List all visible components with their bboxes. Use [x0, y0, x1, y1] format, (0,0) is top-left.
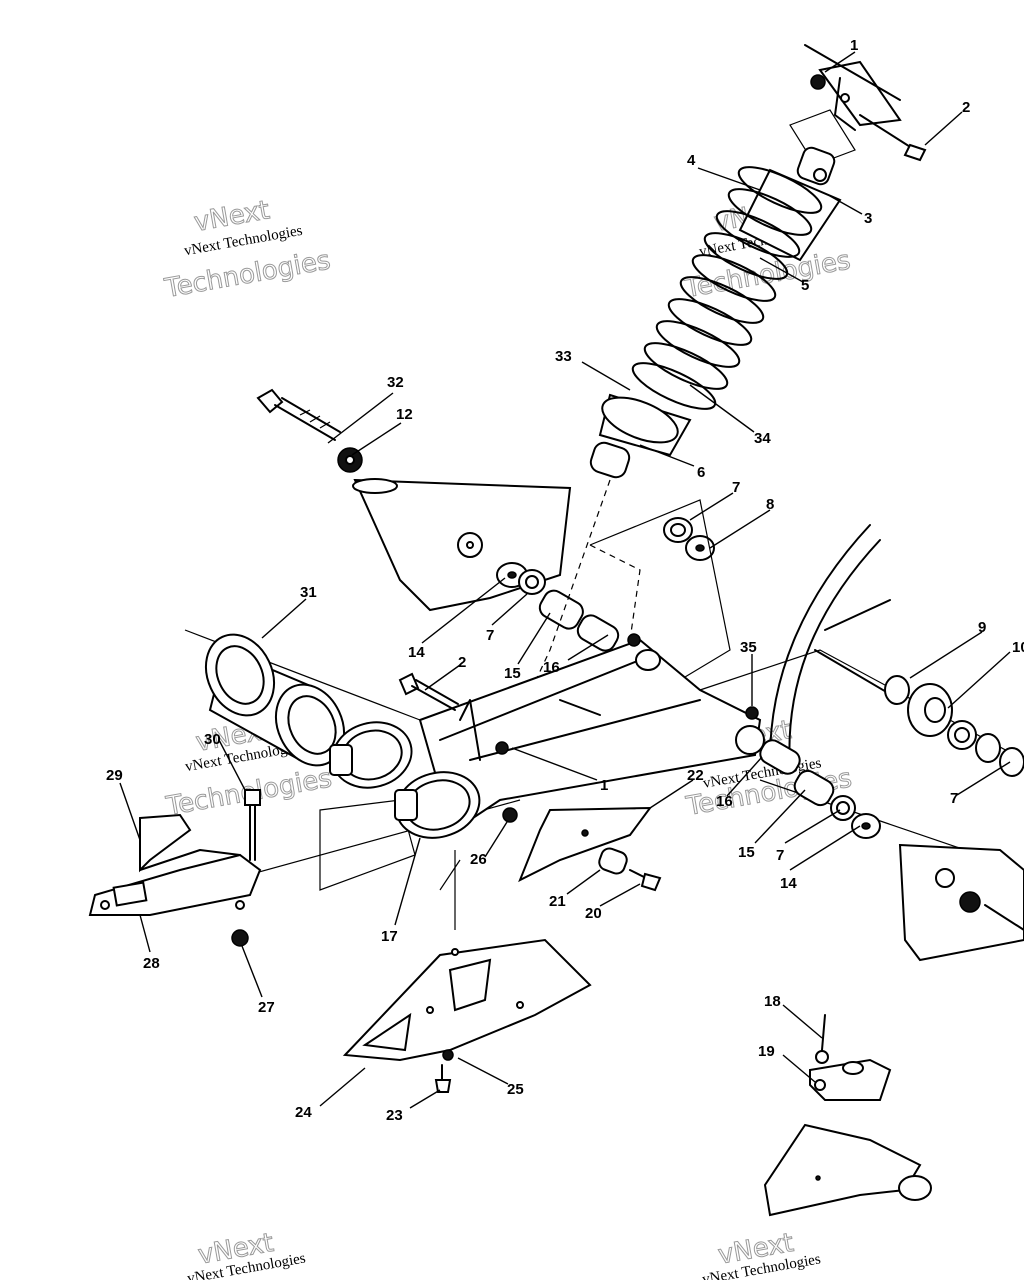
callout-labels: 1 2 3 4 5 33 34 6 32 12 7 8 31 14 7 15 1…	[106, 37, 1024, 1124]
callout-27: 27	[258, 999, 275, 1016]
callout-16: 16	[716, 793, 733, 810]
callout-16: 16	[543, 659, 560, 676]
callout-25: 25	[507, 1081, 524, 1098]
watermark-bottom-left: vNext vNext Technologies	[186, 1227, 307, 1280]
callout-5: 5	[801, 277, 809, 294]
skid-plate-fasteners	[434, 1049, 454, 1093]
callout-24: 24	[295, 1104, 312, 1121]
callout-17: 17	[381, 928, 398, 945]
callout-3: 3	[864, 210, 872, 227]
callout-15: 15	[504, 665, 521, 682]
washer-upper-left	[496, 562, 546, 595]
callout-31: 31	[300, 584, 317, 601]
callout-15: 15	[738, 844, 755, 861]
coil-spring	[631, 166, 823, 410]
axle-clamps	[329, 721, 518, 839]
spacer-21-bolt-20	[598, 847, 662, 892]
callout-4: 4	[687, 152, 696, 169]
watermark-top-left: vNext vNext Technologies Technologies	[161, 195, 333, 305]
lower-a-arm	[763, 1123, 932, 1217]
skid-plate	[342, 938, 592, 1062]
callout-7: 7	[486, 627, 494, 644]
callout-28: 28	[143, 955, 160, 972]
callout-30: 30	[204, 731, 221, 748]
callout-12: 12	[396, 406, 413, 423]
callout-7: 7	[776, 847, 784, 864]
callout-14: 14	[780, 875, 797, 892]
callout-1: 1	[850, 37, 858, 54]
callout-29: 29	[106, 767, 123, 784]
callout-18: 18	[764, 993, 781, 1010]
callout-10: 10	[1012, 639, 1024, 656]
upper-shock-mount-bracket	[789, 44, 927, 166]
axle-housing	[204, 633, 346, 767]
nut-27	[231, 929, 249, 947]
hub-parts	[884, 675, 1024, 777]
swing-arm-bolt	[398, 672, 459, 711]
callout-8: 8	[766, 496, 774, 513]
callout-23: 23	[386, 1107, 403, 1124]
callout-6: 6	[697, 464, 705, 481]
bracket-bolt-30	[244, 789, 261, 861]
callout-22: 22	[687, 767, 704, 784]
callout-2: 2	[458, 654, 466, 671]
callout-26: 26	[470, 851, 487, 868]
callout-2: 2	[962, 99, 970, 116]
pin-and-plate	[809, 1014, 892, 1101]
callout-14: 14	[408, 644, 425, 661]
shock-absorber-assembly	[589, 146, 842, 479]
callout-33: 33	[555, 348, 572, 365]
callout-21: 21	[549, 893, 566, 910]
swing-arm-end-35	[745, 706, 759, 720]
lower-right-bushings	[759, 739, 881, 839]
shield-bolt	[256, 388, 341, 441]
watermark-bottom-right: vNext vNext Technologies	[701, 1227, 822, 1280]
callout-9: 9	[978, 619, 986, 636]
callout-19: 19	[758, 1043, 775, 1060]
callout-1: 1	[600, 777, 608, 794]
leader-lines	[119, 51, 1011, 1109]
callout-20: 20	[585, 905, 602, 922]
callout-35: 35	[740, 639, 757, 656]
callout-7: 7	[732, 479, 740, 496]
swing-arm	[418, 633, 765, 822]
star-washer	[337, 447, 363, 473]
callout-7: 7	[950, 790, 958, 807]
washers-upper-right	[663, 517, 715, 561]
right-shield-plate	[898, 843, 1024, 962]
callout-34: 34	[754, 430, 771, 447]
bushing-upper	[538, 589, 620, 652]
wheel-rim	[769, 524, 901, 771]
torque-bracket	[88, 813, 262, 916]
callout-32: 32	[387, 374, 404, 391]
